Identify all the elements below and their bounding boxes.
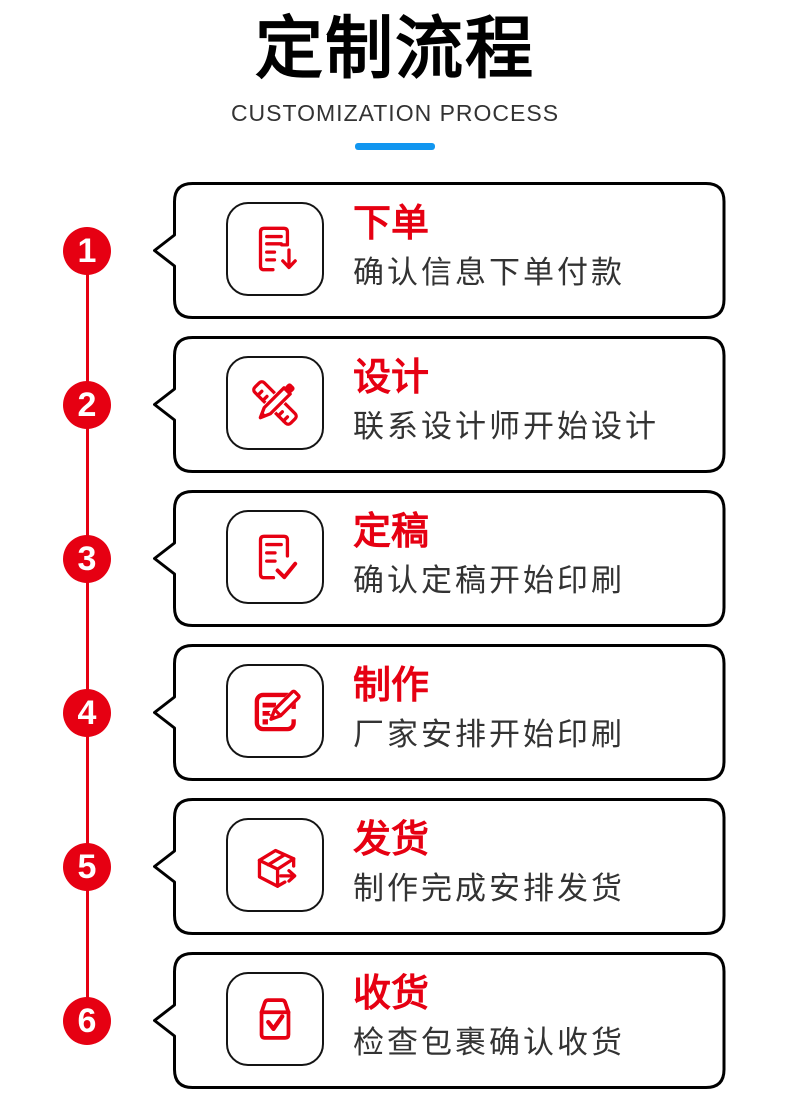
step-card-finalize: 定稿 确认定稿开始印刷 — [153, 490, 727, 627]
step-icon-box — [226, 356, 324, 450]
step-title: 下单 — [353, 203, 430, 245]
step-icon-box — [226, 972, 324, 1066]
step-icon-box — [226, 664, 324, 758]
step-card-design: 设计 联系设计师开始设计 — [153, 336, 727, 473]
step-title: 发货 — [353, 819, 430, 861]
timeline-line — [85, 251, 89, 1021]
package-check-icon — [259, 998, 291, 1040]
step-number-badge: 6 — [63, 997, 111, 1045]
step-subtitle: 确认信息下单付款 — [353, 255, 625, 290]
step-text-block: 设计 联系设计师开始设计 — [353, 356, 659, 445]
step-number-badge: 5 — [63, 843, 111, 891]
step-subtitle: 检查包裹确认收货 — [353, 1025, 625, 1060]
step-card-receive: 收货 检查包裹确认收货 — [153, 952, 727, 1089]
step-text-block: 制作 厂家安排开始印刷 — [353, 664, 625, 753]
step-icon-box — [226, 510, 324, 604]
step-title: 设计 — [353, 357, 430, 399]
step-subtitle: 确认定稿开始印刷 — [353, 563, 625, 598]
step-title: 收货 — [353, 973, 430, 1015]
step-subtitle: 制作完成安排发货 — [353, 871, 625, 906]
step-number-badge: 4 — [63, 689, 111, 737]
step-title: 制作 — [353, 665, 430, 707]
page-subtitle: CUSTOMIZATION PROCESS — [230, 100, 560, 126]
step-text-block: 下单 确认信息下单付款 — [353, 202, 625, 291]
step-card-production: 制作 厂家安排开始印刷 — [153, 644, 727, 781]
step-text-block: 收货 检查包裹确认收货 — [353, 972, 625, 1061]
title-underline — [355, 143, 435, 150]
step-text-block: 发货 制作完成安排发货 — [353, 818, 625, 907]
order-document-icon — [258, 226, 297, 272]
step-title: 定稿 — [353, 511, 430, 553]
page-title: 定制流程 — [254, 11, 535, 87]
shipping-box-arrow-icon — [257, 848, 297, 888]
step-number-badge: 1 — [63, 227, 111, 275]
edit-form-icon — [254, 687, 304, 732]
step-subtitle: 厂家安排开始印刷 — [353, 717, 625, 752]
ruler-pencil-icon — [252, 379, 299, 426]
step-card-shipping: 发货 制作完成安排发货 — [153, 798, 727, 935]
step-text-block: 定稿 确认定稿开始印刷 — [353, 510, 625, 599]
step-icon-box — [226, 202, 324, 296]
step-number-badge: 3 — [63, 535, 111, 583]
step-number-badge: 2 — [63, 381, 111, 429]
step-subtitle: 联系设计师开始设计 — [353, 409, 659, 444]
document-check-icon — [258, 534, 298, 580]
step-icon-box — [226, 818, 324, 912]
step-card-order: 下单 确认信息下单付款 — [153, 182, 727, 319]
